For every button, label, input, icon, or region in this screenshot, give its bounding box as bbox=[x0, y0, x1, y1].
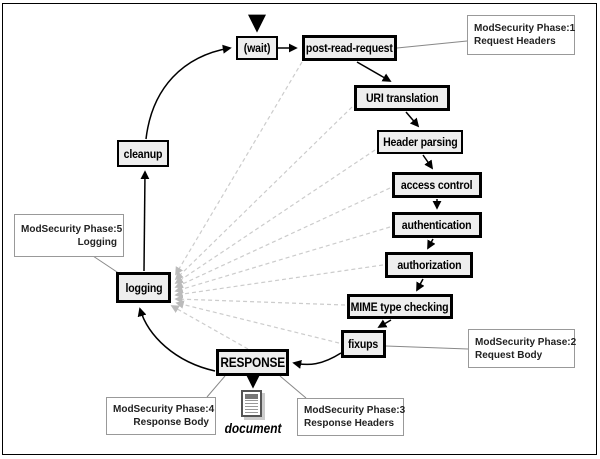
document-icon-text-lines bbox=[245, 400, 258, 414]
dashed-link-mime-type-checking-to-logging bbox=[174, 295, 346, 306]
node-uri-translation-label: URI translation bbox=[365, 91, 439, 105]
annotation-phase2-line2: Request Body bbox=[475, 349, 543, 361]
arrow-uri-translation-to-header-parsing bbox=[405, 111, 420, 128]
link-phase2-to-fixups bbox=[385, 345, 469, 350]
annotation-phase5-line1: ModSecurity Phase:5 bbox=[21, 223, 123, 235]
node-authentication: authentication bbox=[392, 212, 482, 238]
node-header-parsing: Header parsing bbox=[377, 130, 463, 154]
annotation-phase2-line1: ModSecurity Phase:2 bbox=[475, 336, 577, 348]
node-response-label: RESPONSE bbox=[220, 355, 285, 370]
link-phase4-to-response bbox=[206, 375, 226, 398]
node-fixups-label: fixups bbox=[348, 337, 379, 351]
node-header-parsing-label: Header parsing bbox=[382, 135, 458, 149]
dashed-link-header-parsing-to-logging bbox=[174, 149, 376, 284]
diagram-frame bbox=[2, 3, 597, 455]
annotation-phase1-line2: Request Headers bbox=[474, 36, 556, 47]
arrow-logging-to-cleanup bbox=[140, 170, 150, 272]
node-logging-label: logging bbox=[125, 280, 162, 295]
annotation-phase3-line2: Response Headers bbox=[304, 418, 395, 429]
node-wait: (wait) bbox=[236, 36, 278, 60]
node-logging: logging bbox=[116, 272, 171, 303]
annotation-phase2: ModSecurity Phase:2 Request Body bbox=[468, 329, 577, 368]
arrow-authentication-to-authorization bbox=[427, 238, 436, 250]
document-icon-header-band bbox=[245, 394, 258, 399]
node-mime-type-checking: MIME type checking bbox=[347, 294, 453, 319]
node-post-read-request-label: post-read-request bbox=[306, 41, 393, 55]
arrow-cleanup-to-wait bbox=[145, 44, 232, 140]
dashed-link-authentication-to-logging bbox=[174, 226, 391, 294]
link-phase3-to-response bbox=[279, 375, 307, 399]
node-response: RESPONSE bbox=[216, 349, 289, 376]
annotation-phase5: ModSecurity Phase:5 Logging bbox=[14, 214, 124, 257]
dashed-link-fixups-to-logging bbox=[175, 300, 340, 344]
dashed-link-authorization-to-logging bbox=[174, 264, 384, 299]
annotation-phase4-line1: ModSecurity Phase:4 bbox=[113, 404, 215, 415]
dashed-link-post-read-request-to-logging bbox=[175, 61, 303, 276]
arrow-post-read-request-to-uri-translation bbox=[356, 61, 392, 82]
annotation-phase3: ModSecurity Phase:3 Response Headers bbox=[297, 398, 406, 436]
dashed-link-response-to-logging bbox=[170, 305, 249, 350]
annotation-phase1-line1: ModSecurity Phase:1 bbox=[474, 23, 576, 34]
node-mime-type-checking-label: MIME type checking bbox=[351, 299, 449, 314]
link-phase5-to-logging bbox=[92, 255, 121, 275]
node-authentication-label: authentication bbox=[402, 218, 472, 232]
node-fixups: fixups bbox=[341, 330, 386, 358]
node-wait-label: (wait) bbox=[243, 41, 271, 55]
document-label: document bbox=[224, 420, 282, 436]
document-icon bbox=[241, 390, 262, 417]
node-cleanup-label: cleanup bbox=[123, 146, 163, 161]
link-phase1-to-post-read-request bbox=[396, 40, 468, 49]
node-access-control-label: access control bbox=[401, 178, 473, 192]
node-post-read-request: post-read-request bbox=[302, 35, 397, 61]
dashed-link-uri-translation-to-logging bbox=[174, 106, 353, 281]
arrow-fixups-to-response bbox=[292, 352, 342, 369]
node-authorization-label: authorization bbox=[396, 258, 461, 272]
node-cleanup: cleanup bbox=[117, 140, 169, 167]
annotation-phase4: ModSecurity Phase:4 Response Body bbox=[106, 397, 216, 435]
arrow-authorization-to-mime-type-checking bbox=[416, 278, 425, 292]
dashed-link-access-control-to-logging bbox=[174, 187, 391, 288]
node-uri-translation: URI translation bbox=[354, 85, 450, 111]
annotation-phase1: ModSecurity Phase:1 Request Headers bbox=[467, 15, 575, 55]
annotation-phase4-line2: Response Body bbox=[133, 417, 209, 428]
arrow-header-parsing-to-access-control bbox=[422, 154, 434, 170]
arrow-response-to-logging bbox=[137, 307, 216, 372]
annotation-phase5-line2: Logging bbox=[77, 236, 117, 248]
annotation-phase3-line1: ModSecurity Phase:3 bbox=[304, 405, 406, 416]
node-access-control: access control bbox=[392, 172, 482, 198]
node-authorization: authorization bbox=[385, 252, 473, 278]
arrow-mime-type-checking-to-fixups bbox=[377, 319, 392, 328]
